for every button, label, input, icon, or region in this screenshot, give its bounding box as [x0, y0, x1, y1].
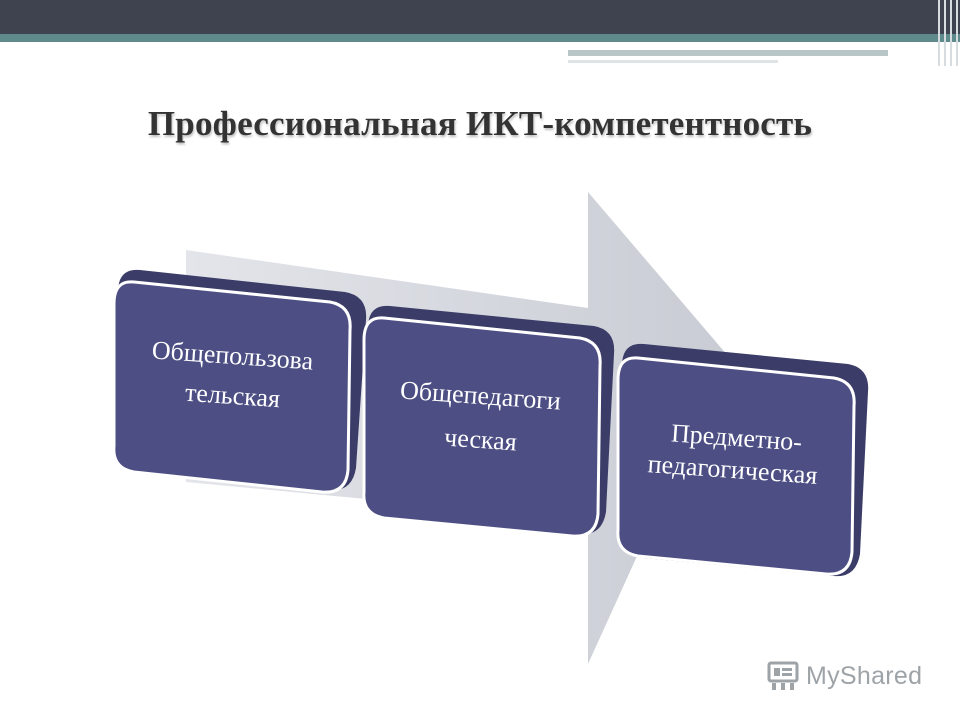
header-accent-band [0, 34, 960, 42]
box-2-line-2: ческая [443, 423, 517, 457]
myshared-watermark: MyShared [766, 658, 922, 694]
header-band [0, 0, 960, 34]
slide-title: Профессиональная ИКТ-компетентность [147, 104, 813, 143]
header-light-band [568, 50, 888, 56]
header-light-band-thin [568, 60, 778, 63]
corner-stripes [934, 0, 960, 66]
classroom-board-icon [767, 661, 799, 690]
watermark-text: MyShared [806, 661, 923, 690]
box-general-pedagogical: Общепедагоги ческая [362, 305, 615, 538]
box-subject-pedagogical: Предметно- педагогическая [616, 343, 869, 577]
box-1-line-2: тельская [184, 378, 281, 414]
box-general-user: Общепользова тельская [112, 269, 367, 494]
